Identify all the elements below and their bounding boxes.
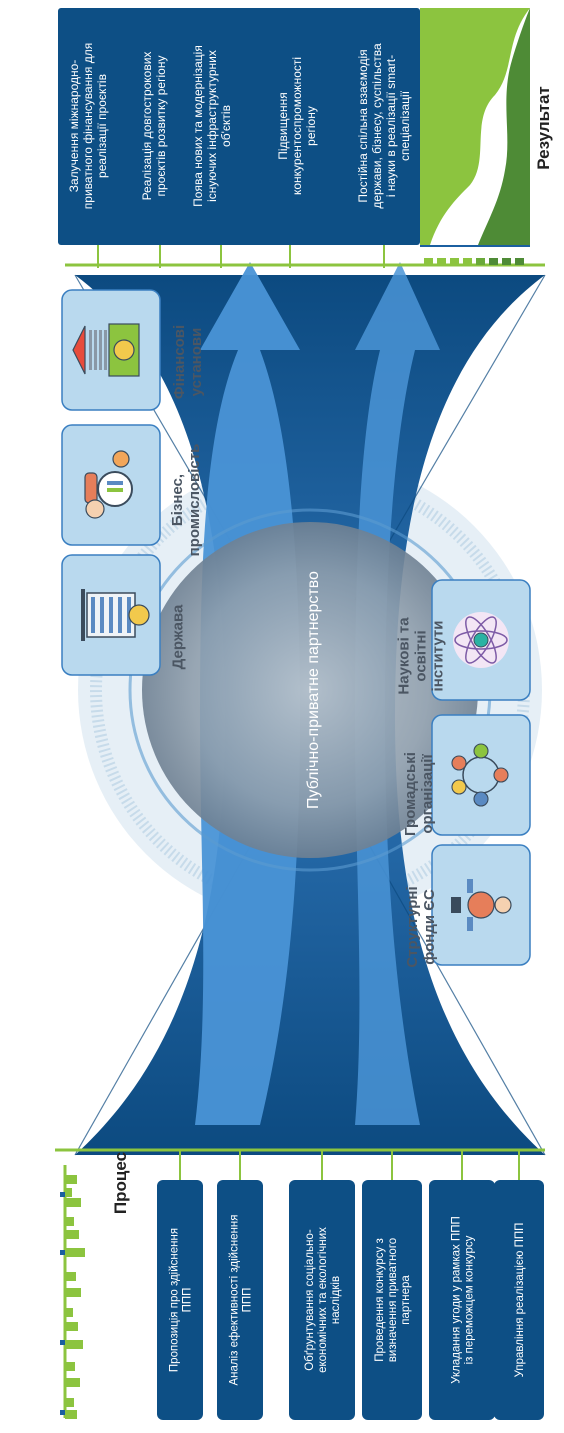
graph-legend-block [515,258,524,265]
funding-person-icon [451,879,512,931]
stakeholder-label-line: установи [188,328,205,397]
result-item-line: спеціалізації [398,90,412,161]
stakeholder-label-line: освітні [412,630,429,681]
business-analytics-icon [84,450,133,519]
flow-arrow-up-2 [355,262,440,1125]
result-heading: Результат [534,86,553,170]
community-people-icon [451,743,509,807]
result-item: Поява нових та модернізаціяіснуючих інфр… [191,45,233,207]
process-step-label-line: партнера [400,1275,412,1325]
result-item-line: держави, бізнесу, суспільства [370,43,384,209]
stakeholder-label: Держава [169,604,186,669]
process-step-label-line: Аналіз ефективності здійснення [229,1214,241,1385]
process-heading: Процес [111,1152,130,1214]
result-item-line: існуючих інфраструктурних [205,50,219,202]
stakeholder-card [61,424,161,546]
process-step-label: Проведення конкурсу звизначення приватно… [374,1238,412,1362]
result-item-line: конкурентоспроможності [290,57,304,195]
result-item-line: Залучення міжнародно- [67,60,81,193]
atom-science-icon [453,612,509,668]
stakeholder-card [431,714,531,836]
graph-legend-block [476,258,485,265]
process-step-label-line: Укладання угоди у рамках ППП [451,1216,463,1384]
process-step-box [217,1180,263,1420]
stakeholder-label-line: Бізнес, [169,474,186,526]
result-item-line: регіону [304,106,318,146]
result-item: Постійна спільна взаємодіядержави, бізне… [356,43,412,209]
stakeholder-card [61,289,161,411]
stakeholder-label: Бізнес,промисловість [169,444,203,557]
process-step-label: Аналіз ефективності здійсненняППП [229,1214,254,1385]
graph-legend-block [424,258,433,265]
stakeholder-label-line: Наукові та [395,617,412,695]
graph-legend-block [437,258,446,265]
result-item-line: і науки в реалізації smart- [384,55,398,197]
stakeholder-label-line: Держава [169,604,186,669]
stakeholder-label: Структурніфонди ЄС [404,886,438,967]
process-step-box [429,1180,495,1420]
process-step-label-line: Проведення конкурсу з [374,1238,386,1361]
process-step-label-line: наслідків [330,1276,342,1324]
process-step-label-line: Управління реалізацією ППП [514,1223,526,1378]
stakeholder-label: Громадськіорганізації [402,752,436,836]
process-step-label-line: із переможцем конкурсу [464,1235,476,1364]
stakeholder-label-line: інститути [429,621,446,692]
bank-money-icon [72,323,140,377]
process-step-label-line: Пропозиція про здійснення [169,1228,181,1372]
process-step-label: Пропозиція про здійсненняППП [169,1228,194,1372]
skyline-icon [60,1175,85,1419]
result-item-line: Підвищення [276,92,290,160]
stakeholder-label-line: Структурні [404,886,421,967]
stakeholder-card [431,844,531,966]
stakeholder-card [431,579,531,701]
process-step-label-line: ППП [242,1288,254,1313]
result-item-line: об'єктів [219,105,233,147]
process-step-box [362,1180,422,1420]
result-item: Залучення міжнародно-приватного фінансув… [67,43,109,209]
result-item-line: реалізації проєктів [95,74,109,178]
stakeholder-card [61,554,161,676]
process-step-label-line: визначення приватного [387,1238,399,1362]
stakeholder-card-bg [431,714,531,836]
process-step-box [494,1180,544,1420]
center-sphere [142,522,478,858]
graph-legend-block [502,258,511,265]
stakeholder-label-line: Громадські [402,752,419,836]
growth-area-dark [478,8,530,245]
stakeholder-label-line: Фінансові [171,325,188,399]
stakeholder-label: Фінансовіустанови [171,325,205,399]
result-item-line: Постійна спільна взаємодія [356,49,370,202]
graph-legend-block [463,258,472,265]
result-item-line: приватного фінансування для [81,43,95,209]
process-step-label: Обґрунтування соціально-економічних та е… [304,1227,342,1373]
process-step-box [157,1180,203,1420]
graph-legend-block [450,258,459,265]
graph-legend-block [489,258,498,265]
result-item-line: Поява нових та модернізація [191,45,205,207]
process-step-box [289,1180,355,1420]
government-building-icon [81,589,150,641]
result-item: Підвищенняконкурентоспроможностірегіону [276,57,318,195]
process-step-label-line: економічних та екологічних [317,1227,329,1373]
result-item-line: проєктів розвитку регіону [154,56,168,197]
result-panel [58,8,420,245]
process-step-label: Управління реалізацією ППП [514,1223,526,1378]
process-step-label-line: Обґрунтування соціально- [304,1229,316,1371]
result-item-line: Реалізація довгострокових [140,52,154,201]
stakeholder-label-line: організації [419,754,436,834]
growth-area-light [420,8,530,245]
result-item: Реалізація довгостроковихпроєктів розвит… [140,52,168,201]
stakeholder-label-line: промисловість [186,444,203,557]
stakeholder-label: Наукові таосвітніінститути [395,617,446,695]
center-title: Публічно-приватне партнерство [305,571,322,809]
process-step-label: Укладання угоди у рамках ПППіз переможце… [451,1216,476,1384]
stakeholder-label-line: фонди ЄС [421,889,438,965]
process-step-label-line: ППП [182,1288,194,1313]
